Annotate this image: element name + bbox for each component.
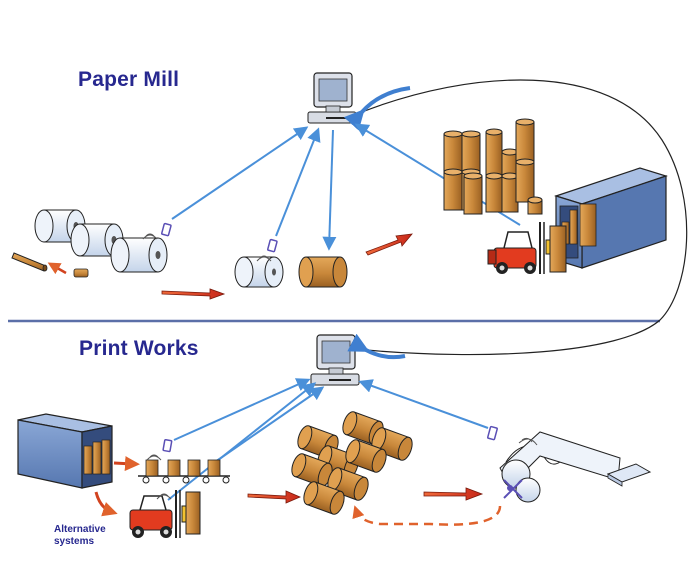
core-tube-icon	[11, 252, 89, 278]
wrapped-roll-icon-white	[234, 238, 284, 288]
stacked-roll-10	[515, 158, 535, 203]
feedback-arrow-bottom	[347, 333, 406, 360]
stacked-roll-12	[463, 172, 483, 215]
stacked-roll-6	[485, 172, 503, 213]
data-links-bottom	[167, 378, 489, 501]
flow-arrows-top	[161, 233, 413, 300]
feedback-arrow-top	[343, 86, 411, 131]
shipping-container-icon-bottom	[17, 413, 113, 489]
stacked-roll-9	[515, 118, 535, 163]
wrapped-roll-icon-brown	[298, 256, 348, 288]
stacked-roll-2	[461, 130, 481, 173]
roll-stack-warehouse	[443, 118, 543, 215]
link-curve	[361, 79, 688, 356]
paper-roll-icon-group	[34, 209, 168, 273]
alternative-systems-line-2: systems	[54, 536, 95, 547]
lying-roll-3	[371, 427, 413, 461]
lying-roll-8	[303, 481, 345, 515]
alternative-systems-label: Alternative systems	[54, 524, 106, 548]
lying-roll-7	[327, 467, 369, 501]
lying-roll-6	[291, 453, 333, 487]
stacked-roll-1	[443, 130, 463, 173]
forklift-icon-bottom	[129, 490, 201, 538]
conveyor-icon	[138, 438, 230, 484]
computer-icon-bottom	[310, 334, 360, 386]
stacked-roll-11	[527, 196, 543, 215]
print-works-title: Print Works	[79, 337, 199, 360]
flow-arrows-bottom	[247, 487, 484, 504]
stacked-roll-3	[443, 168, 463, 211]
alternative-systems-line-1: Alternative	[54, 524, 106, 535]
alt-arrow	[94, 491, 118, 517]
forklift-icon-top	[487, 222, 567, 274]
lying-roll-5	[345, 439, 387, 473]
unload-arrow	[113, 456, 140, 472]
printing-press-icon	[487, 425, 652, 503]
return-dashed-arrow	[352, 505, 502, 526]
stacked-roll-7	[501, 148, 519, 177]
rfid-tag-icon-1	[142, 222, 172, 240]
paper-mill-title: Paper Mill	[78, 68, 180, 91]
stacked-roll-5	[485, 128, 503, 177]
roll-group-print-works	[291, 411, 413, 515]
shipping-container-icon-top	[554, 167, 668, 269]
computer-icon-top	[307, 72, 357, 124]
